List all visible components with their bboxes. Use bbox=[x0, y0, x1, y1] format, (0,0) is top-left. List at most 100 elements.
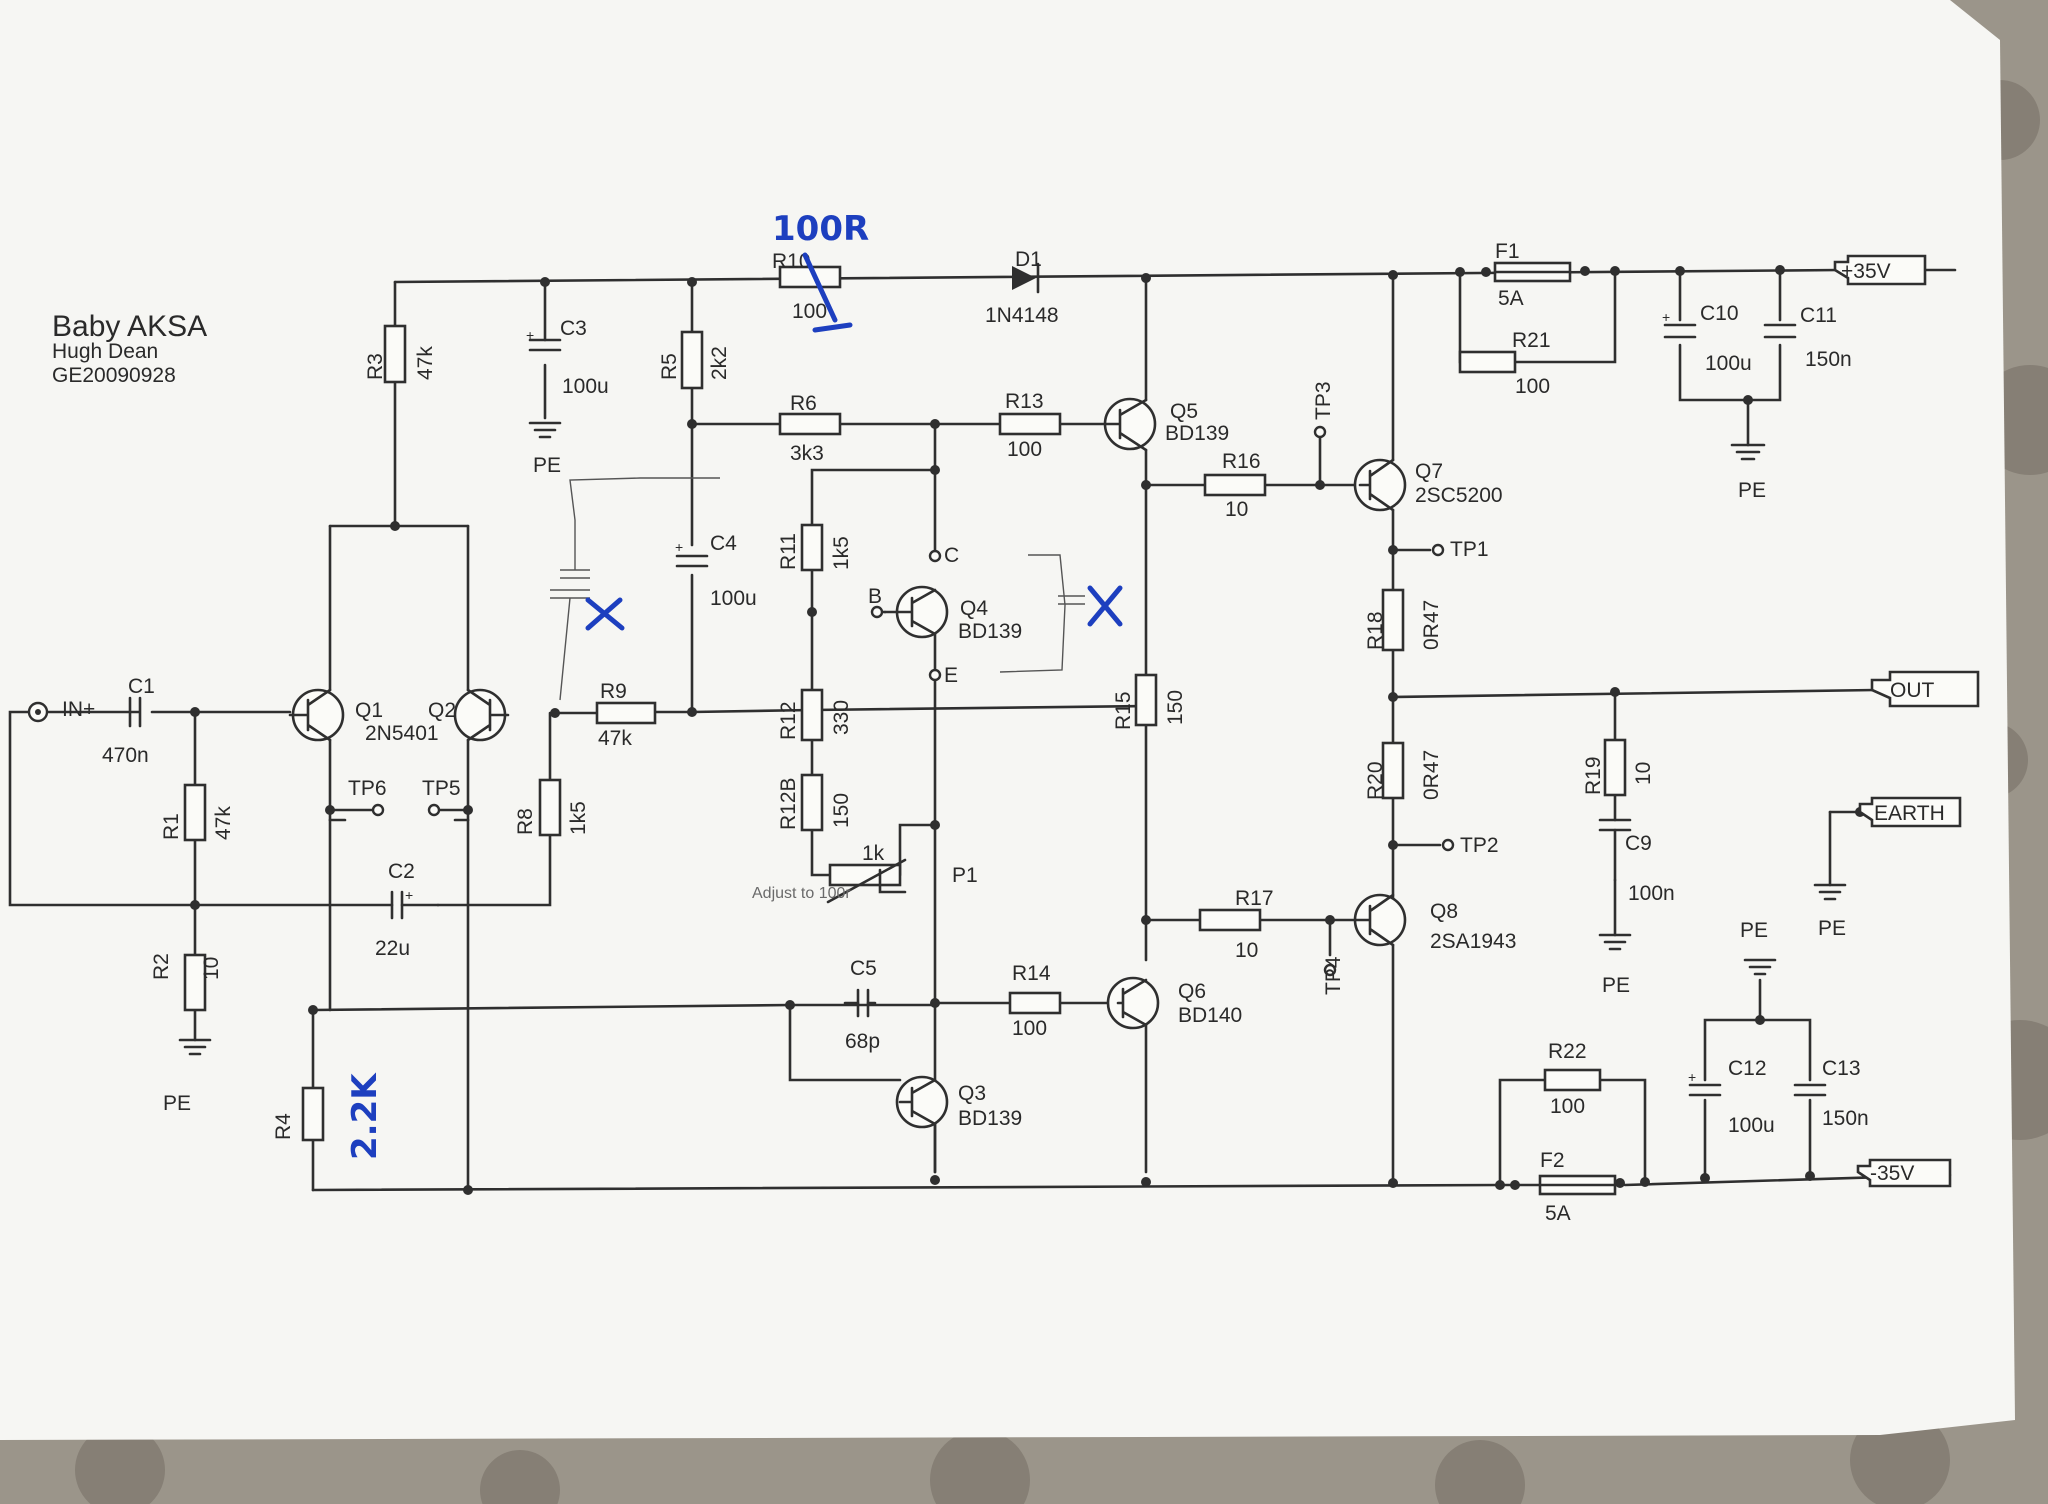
svg-text:0R47: 0R47 bbox=[1420, 750, 1443, 800]
svg-text:R9: R9 bbox=[600, 680, 627, 703]
svg-text:R19: R19 bbox=[1582, 756, 1605, 795]
svg-text:Q2: Q2 bbox=[428, 699, 456, 722]
svg-text:+: + bbox=[675, 539, 683, 555]
port-out: OUT bbox=[1870, 670, 1980, 708]
svg-text:1k: 1k bbox=[862, 842, 885, 865]
svg-text:F2: F2 bbox=[1540, 1149, 1565, 1172]
test-point-labels: TP1 TP2 TP3 TP4 TP5 TP6 bbox=[348, 381, 1499, 995]
svg-text:BD139: BD139 bbox=[958, 620, 1022, 643]
svg-text:100u: 100u bbox=[562, 375, 609, 398]
svg-text:TP4: TP4 bbox=[1322, 956, 1345, 995]
svg-text:R21: R21 bbox=[1512, 329, 1551, 352]
transistor-symbols bbox=[288, 397, 1407, 1129]
svg-text:TP1: TP1 bbox=[1450, 538, 1489, 561]
component-labels: C1 470n R1 47k R2 10 Q1 2N5401 Q2 R3 47k… bbox=[102, 240, 1869, 1225]
svg-text:R15: R15 bbox=[1112, 691, 1135, 730]
resistor-bodies bbox=[183, 261, 1627, 1196]
svg-text:47k: 47k bbox=[212, 806, 235, 840]
svg-text:C10: C10 bbox=[1700, 302, 1739, 325]
port-earth: EARTH bbox=[1858, 796, 1962, 828]
svg-text:R11: R11 bbox=[777, 533, 800, 570]
svg-text:Q6: Q6 bbox=[1178, 980, 1206, 1003]
svg-text:68p: 68p bbox=[845, 1030, 880, 1053]
svg-text:R3: R3 bbox=[364, 353, 387, 380]
polarity-marks: + + + + + bbox=[405, 309, 1696, 1085]
handwritten-r4-value: 2.2K bbox=[345, 1072, 385, 1160]
svg-text:R10: R10 bbox=[772, 250, 811, 273]
svg-text:+: + bbox=[526, 327, 534, 343]
svg-text:OUT: OUT bbox=[1890, 679, 1935, 702]
svg-text:330: 330 bbox=[830, 700, 853, 735]
svg-text:100: 100 bbox=[1012, 1017, 1047, 1040]
ground-label-c9: PE bbox=[1602, 974, 1630, 997]
svg-text:150n: 150n bbox=[1822, 1107, 1869, 1130]
svg-text:+35V: +35V bbox=[1841, 260, 1891, 283]
svg-text:R2: R2 bbox=[150, 953, 173, 980]
strike-lines bbox=[802, 252, 853, 333]
svg-text:2k2: 2k2 bbox=[708, 346, 731, 380]
svg-text:C: C bbox=[944, 544, 959, 567]
test-point-markers bbox=[371, 425, 1455, 977]
svg-text:R8: R8 bbox=[514, 808, 537, 835]
pencil-sketch bbox=[550, 477, 1085, 701]
svg-text:150n: 150n bbox=[1805, 348, 1852, 371]
port-in: IN+ bbox=[27, 698, 95, 723]
svg-text:100: 100 bbox=[792, 300, 827, 323]
svg-text:R17: R17 bbox=[1235, 887, 1274, 910]
svg-text:EARTH: EARTH bbox=[1874, 802, 1945, 825]
svg-text:BD139: BD139 bbox=[1165, 422, 1229, 445]
svg-text:5A: 5A bbox=[1498, 287, 1524, 310]
svg-text:C13: C13 bbox=[1822, 1057, 1861, 1080]
svg-text:R20: R20 bbox=[1364, 761, 1387, 800]
svg-text:IN+: IN+ bbox=[62, 698, 95, 721]
svg-text:22u: 22u bbox=[375, 937, 410, 960]
svg-text:R6: R6 bbox=[790, 392, 817, 415]
svg-text:R18: R18 bbox=[1364, 611, 1387, 650]
svg-text:R4: R4 bbox=[272, 1113, 295, 1140]
svg-text:Q8: Q8 bbox=[1430, 900, 1458, 923]
svg-text:1N4148: 1N4148 bbox=[985, 304, 1059, 327]
svg-text:B: B bbox=[868, 585, 882, 608]
svg-text:10: 10 bbox=[1225, 498, 1248, 521]
svg-text:2SA1943: 2SA1943 bbox=[1430, 930, 1516, 953]
svg-text:R13: R13 bbox=[1005, 390, 1044, 413]
svg-text:R14: R14 bbox=[1012, 962, 1051, 985]
ground-label-c10: PE bbox=[1738, 479, 1766, 502]
svg-text:+: + bbox=[1688, 1069, 1696, 1085]
svg-text:0R47: 0R47 bbox=[1420, 600, 1443, 650]
handwritten-r10-value: 100R bbox=[772, 209, 869, 249]
svg-text:1k5: 1k5 bbox=[567, 801, 590, 835]
junctions bbox=[190, 265, 1865, 1195]
svg-text:100: 100 bbox=[1550, 1095, 1585, 1118]
svg-text:-35V: -35V bbox=[1870, 1162, 1914, 1185]
svg-text:Q4: Q4 bbox=[960, 597, 988, 620]
svg-text:3k3: 3k3 bbox=[790, 442, 824, 465]
svg-text:C12: C12 bbox=[1728, 1057, 1767, 1080]
port-vminus: -35V bbox=[1856, 1158, 1952, 1188]
svg-text:100u: 100u bbox=[1705, 352, 1752, 375]
svg-text:Q3: Q3 bbox=[958, 1082, 986, 1105]
svg-text:100: 100 bbox=[1007, 438, 1042, 461]
title-code: GE20090928 bbox=[52, 364, 176, 387]
svg-text:100u: 100u bbox=[1728, 1114, 1775, 1137]
svg-text:R12: R12 bbox=[777, 701, 800, 740]
svg-text:R1: R1 bbox=[160, 813, 183, 840]
svg-text:C5: C5 bbox=[850, 957, 877, 980]
q4-pin-labels: C B E bbox=[868, 544, 959, 687]
svg-text:150: 150 bbox=[1164, 690, 1187, 725]
cross-out-mark-1 bbox=[585, 597, 625, 631]
ground-label-c3: PE bbox=[533, 454, 561, 477]
potentiometer-p1 bbox=[826, 858, 907, 904]
svg-text:+: + bbox=[1662, 309, 1670, 325]
ground-symbols bbox=[178, 421, 1847, 1056]
svg-text:2N5401: 2N5401 bbox=[365, 722, 439, 745]
svg-text:10: 10 bbox=[1632, 762, 1655, 785]
svg-text:F1: F1 bbox=[1495, 240, 1520, 263]
svg-text:+: + bbox=[405, 887, 413, 903]
port-vplus: +35V bbox=[1833, 254, 1927, 286]
svg-text:Adjust to 100r: Adjust to 100r bbox=[752, 885, 851, 902]
svg-text:R22: R22 bbox=[1548, 1040, 1587, 1063]
svg-text:150: 150 bbox=[830, 793, 853, 828]
svg-text:TP5: TP5 bbox=[422, 777, 461, 800]
svg-text:Q7: Q7 bbox=[1415, 460, 1443, 483]
